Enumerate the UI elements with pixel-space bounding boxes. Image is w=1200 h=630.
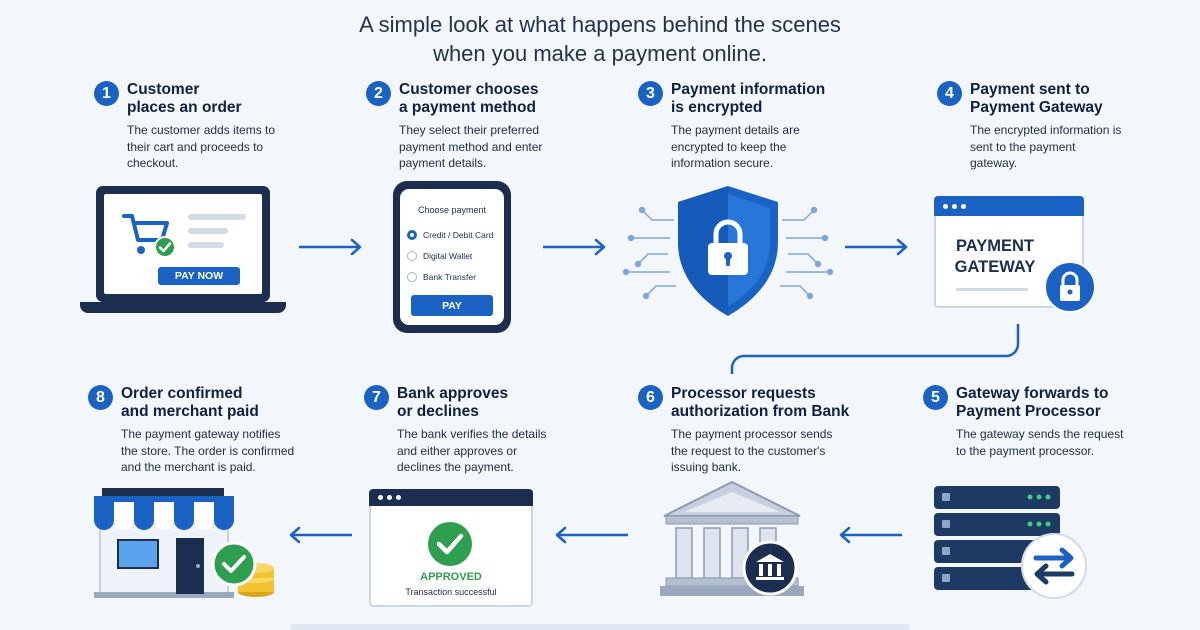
server-icon (934, 486, 1087, 599)
approved-check-icon (428, 522, 472, 566)
subtitle-line-1: A simple look at what happens behind the… (359, 12, 841, 37)
step-title-line: or declines (397, 403, 479, 420)
laptop-illustration: PAY NOW (80, 186, 286, 316)
exchange-arrows-icon (1021, 533, 1087, 599)
arrow-left-icon (839, 526, 902, 544)
step-title-line: Customer (127, 81, 200, 98)
step-description: They select their preferred payment meth… (399, 123, 543, 170)
step-title-line: Payment sent to (970, 81, 1090, 98)
payment-option-label: Digital Wallet (423, 251, 473, 261)
step-8: 8 Order confirmed and merchant paid The … (88, 385, 328, 485)
step-title-line: authorization from Bank (671, 403, 850, 420)
step-description: The encrypted information is sent to the… (970, 123, 1122, 170)
step-title-line: Processor requests (671, 385, 816, 402)
subtitle: A simple look at what happens behind the… (0, 10, 1200, 68)
step-title-line: Payment information (671, 81, 826, 98)
step-title-line: is encrypted (671, 99, 763, 116)
step-title: Customer places an order (127, 81, 337, 117)
approval-window: APPROVED Transaction successful (369, 489, 533, 607)
pay-now-button: PAY NOW (158, 267, 240, 285)
step-description: The payment gateway notifies the store. … (121, 427, 295, 474)
approval-detail: Transaction successful (405, 587, 497, 597)
step-3: 3 Payment information is encrypted The p… (638, 81, 878, 181)
step-1: 1 Customer places an order The customer … (94, 81, 334, 181)
step-number: 2 (366, 81, 391, 106)
step-4: 4 Payment sent to Payment Gateway The en… (937, 81, 1177, 181)
subtitle-line-2: when you make a payment online. (433, 41, 767, 66)
payment-option: Digital Wallet (407, 249, 472, 263)
payment-gateway-window: PAYMENT GATEWAY (934, 196, 1096, 313)
step-title-line: Customer chooses (399, 81, 539, 98)
step-description: The customer adds items to their cart an… (127, 123, 276, 170)
step-number: 7 (364, 385, 389, 410)
step-number: 1 (94, 81, 119, 106)
step-title-line: Payment Processor (956, 403, 1101, 420)
padlock-icon (1044, 261, 1096, 313)
step-description: The bank verifies the details and either… (397, 427, 547, 474)
bank-icon (660, 480, 804, 596)
radio-unselected (407, 251, 417, 261)
gateway-label: PAYMENT GATEWAY (942, 236, 1048, 278)
payment-option: Credit / Debit Card (407, 228, 493, 242)
arrow-right-icon (299, 238, 362, 256)
step-description: The gateway sends the request to the pay… (956, 427, 1124, 458)
step-description: The payment processor sends the request … (671, 427, 833, 474)
step-6: 6 Processor requests authorization from … (638, 385, 878, 485)
step-title-line: a payment method (399, 99, 536, 116)
shield-lock-icon (622, 186, 834, 316)
payment-option-label: Credit / Debit Card (423, 230, 494, 240)
step-title: Customer chooses a payment method (399, 81, 609, 117)
step-title: Bank approves or declines (397, 385, 607, 421)
step-title-line: Payment Gateway (970, 99, 1103, 116)
gateway-label-line: PAYMENT (956, 237, 1034, 255)
step-title: Payment sent to Payment Gateway (970, 81, 1180, 117)
step-number: 8 (88, 385, 113, 410)
step-title-line: Order confirmed (121, 385, 243, 402)
flow-connector (730, 324, 1020, 374)
step-number: 4 (937, 81, 962, 106)
phone-heading: Choose payment (417, 205, 487, 215)
approval-status: APPROVED (420, 571, 482, 583)
radio-unselected (407, 272, 417, 282)
payment-option-label: Bank Transfer (423, 272, 476, 282)
step-description: The payment details are encrypted to kee… (671, 123, 800, 170)
step-title: Order confirmed and merchant paid (121, 385, 331, 421)
footer-strip (290, 624, 910, 630)
step-title: Processor requests authorization from Ba… (671, 385, 881, 421)
step-title-line: Gateway forwards to (956, 385, 1109, 402)
storefront-icon (94, 488, 274, 598)
step-number: 5 (923, 385, 948, 410)
arrow-right-icon (543, 238, 606, 256)
step-title-line: Bank approves (397, 385, 509, 402)
step-7: 7 Bank approves or declines The bank ver… (364, 385, 604, 485)
step-title: Gateway forwards to Payment Processor (956, 385, 1166, 421)
step-number: 3 (638, 81, 663, 106)
step-number: 6 (638, 385, 663, 410)
radio-selected (407, 230, 417, 240)
step-title: Payment information is encrypted (671, 81, 881, 117)
arrow-left-icon (555, 526, 628, 544)
step-2: 2 Customer chooses a payment method They… (366, 81, 606, 181)
gateway-label-line: GATEWAY (954, 258, 1036, 276)
pay-button: PAY (411, 295, 493, 316)
arrow-right-icon (845, 238, 908, 256)
arrow-left-icon (289, 526, 352, 544)
step-title-line: and merchant paid (121, 403, 259, 420)
step-title-line: places an order (127, 99, 242, 116)
payment-option: Bank Transfer (407, 270, 476, 284)
step-5: 5 Gateway forwards to Payment Processor … (923, 385, 1163, 485)
check-icon (154, 236, 176, 258)
